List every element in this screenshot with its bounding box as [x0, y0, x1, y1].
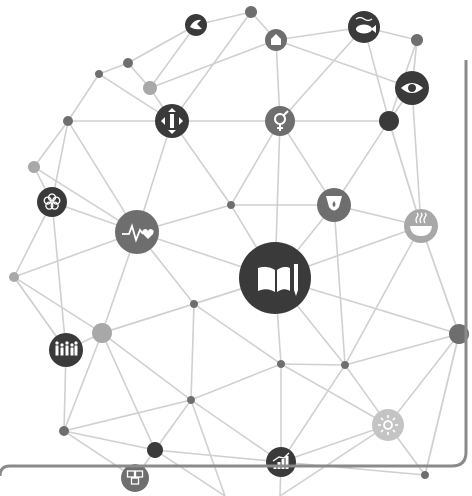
network-edge	[101, 332, 156, 451]
network-node-dot	[411, 34, 423, 46]
zero-hunger-bowl-icon	[404, 209, 438, 243]
network-edge	[275, 39, 413, 89]
network-edge	[387, 333, 460, 426]
network-edge	[98, 62, 129, 75]
network-edge	[13, 276, 103, 334]
affordable-energy-sun-icon	[372, 409, 404, 441]
network-edge	[127, 24, 197, 64]
network-node-dot	[143, 81, 157, 95]
no-poverty-family-icon	[49, 333, 83, 367]
network-edge	[388, 120, 422, 227]
economic-growth-chart-icon	[266, 447, 296, 477]
education-book-icon	[239, 242, 311, 314]
health-pulse-icon	[115, 210, 159, 254]
network-nodes	[9, 6, 469, 479]
network-edge	[63, 399, 192, 432]
network-edge	[154, 449, 282, 463]
network-edge	[280, 424, 389, 463]
network-edge	[424, 333, 460, 476]
network-edge	[101, 303, 195, 334]
network-edge	[280, 363, 389, 426]
network-node-dot	[59, 426, 69, 436]
network-edge	[279, 26, 365, 122]
network-edge	[280, 364, 346, 463]
network-node-dot	[449, 324, 469, 344]
network-node-dot	[147, 442, 163, 458]
network-edge	[190, 303, 195, 401]
network-node-dot	[28, 161, 40, 173]
network-edge	[149, 24, 197, 89]
network-node-dot	[123, 58, 133, 68]
network-edge	[344, 225, 422, 366]
network-edge	[63, 430, 136, 479]
network-icon-nodes	[37, 11, 438, 492]
network-node-dot	[341, 361, 349, 369]
network-edge	[230, 120, 281, 206]
climate-action-eye-icon	[395, 71, 429, 105]
network-node-dot	[95, 70, 103, 78]
network-edge	[171, 11, 252, 122]
gender-equality-icon	[265, 106, 295, 136]
network-edge	[411, 87, 422, 227]
network-edge	[63, 430, 156, 451]
network-edge	[190, 399, 226, 496]
network-edge	[333, 204, 346, 366]
flower-partnership-icon	[37, 187, 67, 217]
network-node-dot	[227, 201, 235, 209]
life-below-water-fish-icon	[348, 11, 380, 43]
network-edge	[101, 332, 192, 401]
network-edge	[280, 363, 346, 366]
network-edge	[190, 399, 282, 463]
network-edge	[344, 333, 460, 366]
network-node-dot	[63, 116, 73, 126]
network-edge	[190, 363, 282, 401]
network-edge	[63, 332, 103, 432]
corner-frame-line	[0, 60, 468, 477]
clean-water-icon	[317, 188, 351, 222]
network-node-dot	[379, 111, 399, 131]
network-node-dot	[187, 396, 195, 404]
sustainable-city-icon	[265, 29, 287, 51]
network-edge	[363, 26, 390, 122]
network-node-dot	[9, 272, 19, 282]
network-edge	[171, 120, 232, 206]
network-edge	[193, 303, 282, 365]
network-node-dot	[421, 471, 429, 479]
network-edge	[67, 73, 100, 122]
peace-dove-icon	[185, 14, 207, 36]
network-node-dot	[190, 300, 198, 308]
network-edge	[420, 225, 460, 335]
network-edge	[279, 424, 389, 496]
network-edge	[154, 399, 192, 451]
network-edge	[33, 120, 69, 168]
network-edge	[51, 201, 67, 351]
network-node-dot	[92, 323, 112, 343]
network-edge	[154, 449, 226, 496]
network-node-dot	[245, 6, 257, 18]
network-edge	[280, 461, 426, 476]
reduced-inequality-icon	[155, 104, 189, 138]
responsible-consumption-cubes-icon	[121, 464, 149, 492]
network-node-dot	[277, 360, 285, 368]
